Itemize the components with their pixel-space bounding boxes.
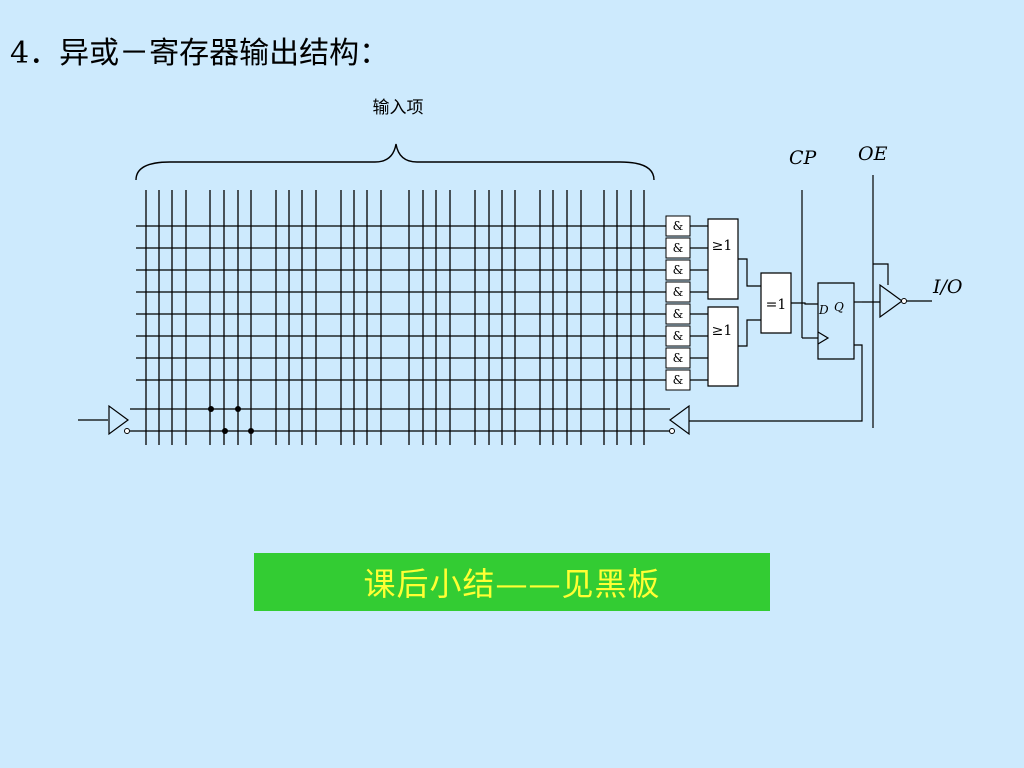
- cp-label: CP: [789, 147, 818, 169]
- and-gate-column: & & & & & & & &: [666, 216, 690, 390]
- summary-text: 课后小结——见黑板: [363, 565, 661, 603]
- and-gate: &: [666, 216, 690, 236]
- and-gate: &: [666, 370, 690, 390]
- d-flip-flop: D Q: [818, 283, 854, 359]
- connection-dot: [222, 428, 228, 434]
- and-gate-label: &: [673, 285, 684, 299]
- slide-title: 4．异或－寄存器输出结构：: [10, 36, 390, 71]
- and-gate-label: &: [673, 307, 684, 321]
- and-gate-label: &: [673, 219, 684, 233]
- and-gate: &: [666, 304, 690, 324]
- feedback-buffer-right: [670, 406, 690, 434]
- io-label: I/O: [932, 276, 963, 298]
- or-gate-top-label: ≥1: [712, 238, 733, 254]
- and-gate: &: [666, 326, 690, 346]
- or-gate-bottom: ≥1: [708, 307, 738, 386]
- output-buffer: [880, 285, 907, 317]
- and-gate-label: &: [673, 263, 684, 277]
- xor-gate-label: =1: [766, 297, 787, 313]
- summary-banner: 课后小结——见黑板: [254, 553, 770, 611]
- xor-gate: =1: [761, 273, 791, 333]
- and-gate: &: [666, 238, 690, 258]
- input-buffer-left: [109, 406, 130, 434]
- and-gate-label: &: [673, 241, 684, 255]
- and-gate: &: [666, 348, 690, 368]
- connection-dot: [235, 406, 241, 412]
- input-terms-brace: [136, 144, 654, 180]
- connection-dots: [208, 406, 254, 434]
- ff-d-label: D: [818, 303, 829, 317]
- and-gate-label: &: [673, 373, 684, 387]
- and-gate: &: [666, 282, 690, 302]
- connection-dot: [208, 406, 214, 412]
- and-gate-label: &: [673, 351, 684, 365]
- connection-dot: [248, 428, 254, 434]
- input-terms-label: 输入项: [373, 98, 424, 118]
- oe-label: OE: [858, 143, 888, 165]
- ff-q-label: Q: [834, 300, 844, 314]
- or-gate-bottom-label: ≥1: [712, 323, 733, 339]
- and-array-vertical-lines: [146, 190, 644, 445]
- and-gate: &: [666, 260, 690, 280]
- or-gate-top: ≥1: [708, 219, 738, 299]
- wiring: [78, 175, 932, 431]
- and-gate-label: &: [673, 329, 684, 343]
- and-array-horizontal-lines: [136, 226, 670, 431]
